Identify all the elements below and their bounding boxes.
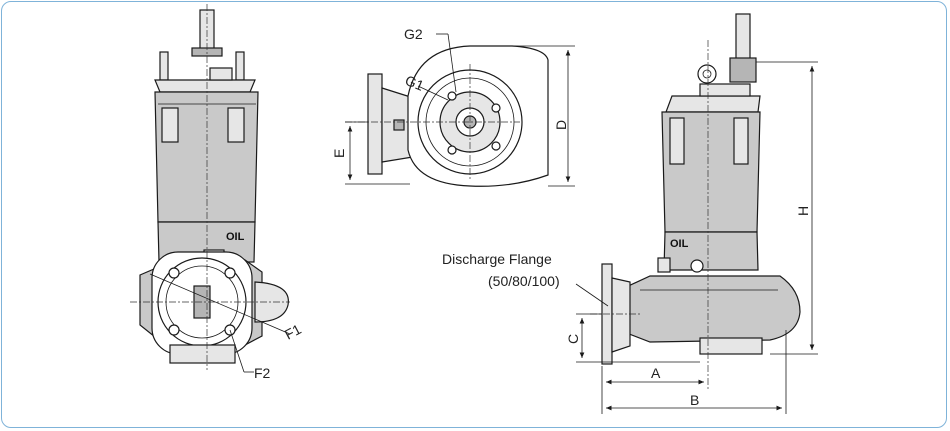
dimension-a [601,366,704,414]
dimension-d [512,45,575,187]
label-f2: F2 [254,365,271,381]
label-f1: F1 [282,321,304,343]
label-e: E [331,149,347,158]
label-discharge-flange: Discharge Flange [442,251,552,267]
label-a: A [651,365,661,381]
side-view: OIL [575,13,801,390]
oil-label-side: OIL [670,238,689,250]
label-g1: G1 [403,72,427,94]
top-view [345,33,549,187]
label-d: D [553,120,569,130]
label-c: C [565,334,581,344]
dimension-e [345,121,410,185]
dimension-c [576,313,700,363]
label-g2: G2 [404,26,423,42]
dimension-h [756,61,818,355]
front-view: OIL [130,4,291,373]
label-b: B [690,392,699,408]
label-h: H [795,206,811,216]
oil-label-front: OIL [226,231,245,243]
dimension-b [606,330,787,414]
label-discharge-sizes: (50/80/100) [488,273,560,289]
